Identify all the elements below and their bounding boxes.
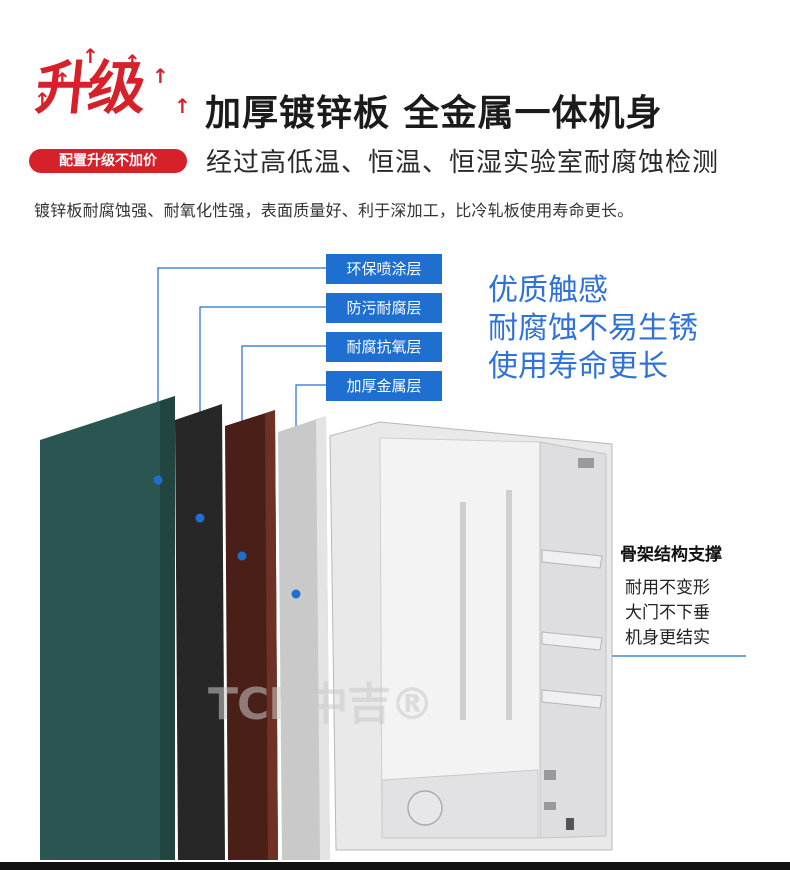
up-arrow-icon: ↑	[152, 64, 169, 88]
layer-antifouling	[175, 404, 225, 860]
layer-label-antifouling: 防污耐腐层	[326, 293, 442, 323]
cable-hole-icon	[407, 790, 443, 826]
leader-dot	[291, 589, 301, 599]
up-arrow-icon: ↑	[174, 94, 191, 118]
headline: 加厚镀锌板 全金属一体机身	[205, 93, 663, 134]
frame-line: 耐用不变形	[625, 578, 710, 598]
cabinet-illustration	[40, 267, 746, 860]
leader-dots	[153, 475, 301, 599]
badge-pill: 配置升级不加价	[29, 149, 187, 173]
leader-dot	[153, 475, 163, 485]
layer-coating	[40, 396, 175, 860]
up-arrow-icon: ↑	[82, 44, 99, 68]
promo-line: 使用寿命更长	[488, 349, 668, 384]
leader-dot	[195, 513, 205, 523]
badge-title: 升级	[32, 54, 144, 122]
description: 镀锌板耐腐蚀强、耐氧化性强，表面质量好、利于深加工，比冷轧板使用寿命更长。	[34, 201, 634, 220]
layer-label-metal: 加厚金属层	[326, 371, 442, 401]
rails	[460, 490, 512, 720]
promo-line: 优质触感	[488, 273, 608, 308]
layer-label-antioxidation: 耐腐抗氧层	[326, 332, 442, 362]
up-arrow-icon: ↑	[54, 68, 71, 92]
shelves	[541, 549, 603, 709]
upgrade-badge: ↑ ↑ ↑ ↑ ↑ ↑	[28, 40, 191, 180]
up-arrow-icon: ↑	[34, 88, 51, 112]
frame-line: 机身更结实	[625, 628, 710, 648]
promo-block: 优质触感 耐腐蚀不易生锈 使用寿命更长	[488, 272, 748, 386]
promo-line: 耐腐蚀不易生锈	[488, 311, 698, 346]
up-arrow-icon: ↑	[124, 50, 141, 74]
bottom-bar	[0, 862, 790, 870]
subheadline: 经过高低温、恒温、恒湿实验室耐腐蚀检测	[206, 148, 720, 178]
frame-line: 大门不下垂	[625, 603, 710, 623]
frame-title: 骨架结构支撑	[620, 545, 722, 565]
layer-label-coating: 环保喷涂层	[326, 254, 442, 284]
layer-antioxidation	[225, 410, 278, 860]
brand-watermark: TCN中吉®	[208, 679, 434, 730]
leader-dot	[237, 551, 247, 561]
